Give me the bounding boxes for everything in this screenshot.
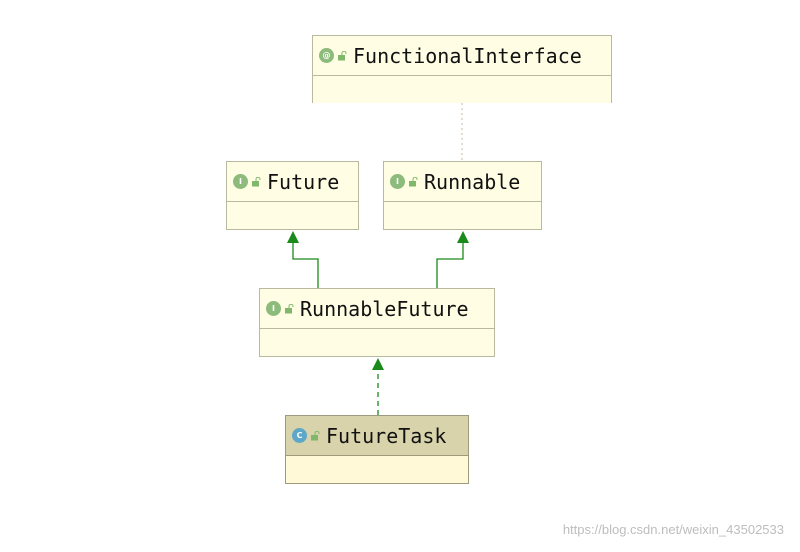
unlock-icon [252, 176, 261, 186]
node-header-runnablefuture: I RunnableFuture [260, 289, 494, 329]
annotation-icon: @ [319, 48, 334, 63]
class-icon: C [292, 428, 307, 443]
node-title: Runnable [424, 169, 521, 194]
unlock-icon [409, 176, 418, 186]
node-body-runnable [384, 202, 541, 229]
interface-icon: I [266, 301, 281, 316]
node-body-functionalinterface [313, 76, 611, 103]
node-title: Future [267, 169, 340, 194]
unlock-icon [285, 303, 294, 313]
node-future[interactable]: I Future [226, 161, 359, 230]
node-runnablefuture[interactable]: I RunnableFuture [259, 288, 495, 357]
node-header-future: I Future [227, 162, 358, 202]
extends-link-runnablefuture-runnable [436, 243, 464, 288]
node-header-functionalinterface: @ FunctionalInterface [313, 36, 611, 76]
node-title: FutureTask [326, 423, 447, 448]
unlock-icon [338, 50, 347, 60]
node-title: RunnableFuture [300, 296, 469, 321]
node-body-future [227, 202, 358, 229]
watermark: https://blog.csdn.net/weixin_43502533 [562, 522, 784, 537]
extends-arrowhead-future [287, 231, 299, 243]
extends-arrowhead-runnable [457, 231, 469, 243]
implements-arrowhead-runnablefuture [372, 358, 384, 370]
interface-icon: I [233, 174, 248, 189]
node-body-runnablefuture [260, 329, 494, 356]
node-functionalinterface[interactable]: @ FunctionalInterface [312, 35, 612, 103]
node-body-futuretask [286, 456, 468, 483]
extends-link-runnablefuture-future [292, 243, 319, 288]
node-title: FunctionalInterface [353, 43, 582, 68]
node-futuretask[interactable]: C FutureTask [285, 415, 469, 484]
node-header-runnable: I Runnable [384, 162, 541, 202]
unlock-icon [311, 430, 320, 440]
interface-icon: I [390, 174, 405, 189]
node-header-futuretask: C FutureTask [286, 416, 468, 456]
node-runnable[interactable]: I Runnable [383, 161, 542, 230]
